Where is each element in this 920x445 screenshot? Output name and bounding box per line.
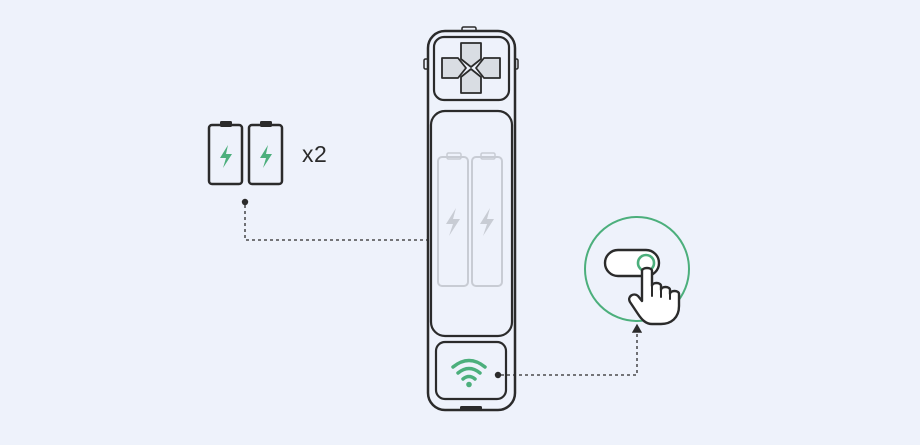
insert-batteries-connector — [241, 198, 438, 246]
wifi-icon — [434, 340, 508, 401]
battery-charged-icon — [207, 121, 244, 186]
controller-device — [423, 26, 519, 412]
battery-pair-icon — [207, 121, 284, 186]
power-on-connector — [494, 323, 643, 379]
battery-slot-icon — [437, 152, 469, 287]
battery-slot-icon — [471, 152, 503, 287]
battery-charged-icon — [247, 121, 284, 186]
battery-compartment — [429, 109, 514, 338]
pointing-hand-icon — [628, 266, 681, 326]
dpad-icon — [432, 35, 511, 102]
power-switch-callout — [584, 216, 690, 326]
battery-quantity-label: x2 — [302, 141, 328, 167]
